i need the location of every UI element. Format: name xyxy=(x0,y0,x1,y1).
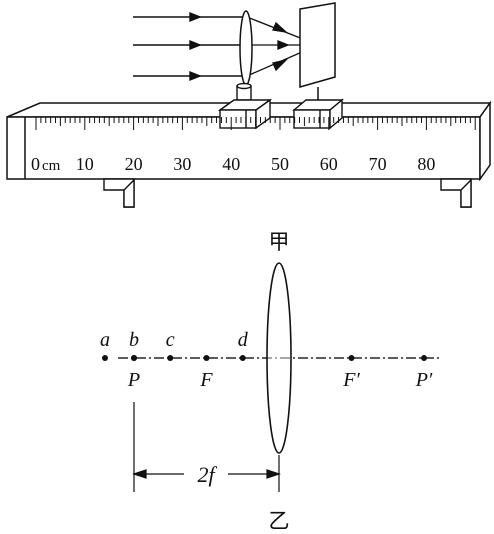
lens-holder-cap xyxy=(236,82,252,90)
axis-point-c xyxy=(167,355,174,361)
bench-sliders xyxy=(217,98,344,130)
ruler-tick-label: 10 xyxy=(76,154,94,174)
axis-point-a xyxy=(102,355,108,361)
right-leg-side xyxy=(460,178,472,208)
arrow-right-icon xyxy=(189,70,202,82)
lens-bottom-label: 乙 xyxy=(269,509,290,533)
axis-point-F′ xyxy=(348,355,355,361)
arrow-icon xyxy=(272,58,289,72)
axis-point-label-b: b xyxy=(129,329,139,351)
focal-dimension xyxy=(132,402,281,492)
incident-rays xyxy=(133,11,245,82)
arrow-right-icon xyxy=(189,11,202,23)
bench-side-face xyxy=(479,100,491,182)
ruler-tick-label: 40 xyxy=(222,154,240,174)
ruler-tick-label: 70 xyxy=(369,154,387,174)
ruler-tick-label: 60 xyxy=(320,154,338,174)
ruler-tick-label: 50 xyxy=(271,154,289,174)
lens-top-label: 甲 xyxy=(269,230,290,254)
axis-point-P xyxy=(131,355,137,361)
ruler-zero-label: 0 xyxy=(31,154,40,174)
axis-point-label-c: c xyxy=(166,329,175,351)
ruler-tick-label: 20 xyxy=(125,154,143,174)
bench-convex-lens xyxy=(239,10,253,86)
lens-holder xyxy=(236,82,252,101)
axis-point-P′ xyxy=(421,355,427,361)
ruler-tick-labels: 10 20 30 40 50 60 70 80 xyxy=(76,154,436,174)
axis-point-label-below: F xyxy=(199,369,213,391)
ruler-ticks xyxy=(35,117,476,130)
axis-point-label-d: d xyxy=(238,329,249,351)
screen-slider-side xyxy=(329,98,343,130)
axis-point-F xyxy=(203,355,210,361)
ruler-tick-label: 80 xyxy=(417,154,435,174)
ruler-tick-label: 30 xyxy=(173,154,191,174)
arrow-right-icon xyxy=(266,469,281,479)
bench-legs xyxy=(103,178,472,208)
ruler-labels: 0 cm 10 20 30 40 50 60 70 80 xyxy=(31,154,435,174)
focal-distance-label: 2f xyxy=(197,462,217,487)
axis-point-label-below: F′ xyxy=(342,369,360,391)
arrow-left-icon xyxy=(132,469,147,479)
left-leg-side xyxy=(123,178,135,208)
light-screen xyxy=(299,2,336,100)
axis-point-label-below: P′ xyxy=(415,369,433,391)
axis-point-label-below: P xyxy=(127,369,140,391)
axis-point-d xyxy=(239,355,246,361)
ruler-unit-label: cm xyxy=(42,158,61,174)
arrow-right-icon xyxy=(189,39,202,51)
refracted-rays xyxy=(246,16,319,77)
axis-point-label-a: a xyxy=(100,329,110,351)
arrow-icon xyxy=(272,21,289,33)
screen-panel xyxy=(299,2,336,88)
arrow-right-icon xyxy=(277,40,290,50)
